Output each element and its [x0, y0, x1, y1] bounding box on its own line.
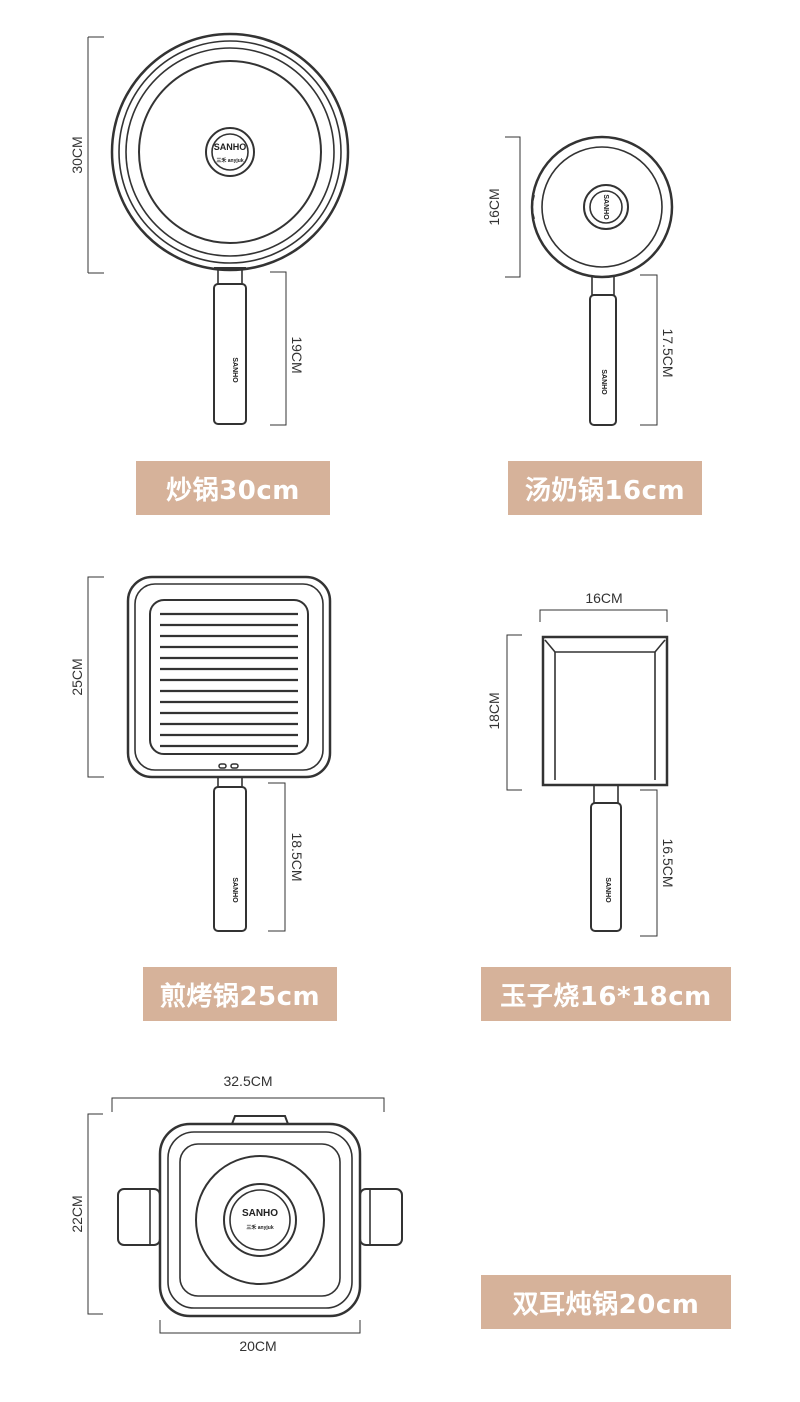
stew-pot-name-label: 双耳炖锅20cm: [481, 1275, 731, 1329]
stew-pot-drawing: [87, 1097, 403, 1334]
wok-lid-logo: SANHO: [214, 142, 247, 152]
milk-pot-drawing: [505, 135, 674, 426]
grill-pan-handle-logo: SANHO: [231, 877, 238, 903]
wok-handle-label: 19CM: [289, 336, 305, 373]
stew-pot-width-label: 32.5CM: [223, 1073, 272, 1089]
stew-pot-lid-logo: SANHO: [242, 1208, 278, 1219]
milk-pot-handle-logo: SANHO: [600, 369, 607, 395]
tamagoyaki-name-label: 玉子烧16*18cm: [481, 967, 731, 1021]
stew-pot-depth-label: 22CM: [69, 1195, 85, 1232]
wok-lid-sublogo: 三禾 anyjuk: [216, 157, 243, 164]
wok-handle-logo: SANHO: [231, 357, 238, 383]
tamagoyaki-width-label: 16CM: [585, 590, 622, 606]
grill-pan-name-label: 煎烤锅25cm: [143, 967, 337, 1021]
grill-pan-size-label: 25CM: [69, 658, 85, 695]
tamagoyaki-length-label: 18CM: [486, 692, 502, 729]
wok-diameter-label: 30CM: [69, 136, 85, 173]
grill-pan-handle-label: 18.5CM: [289, 832, 305, 881]
tamagoyaki-handle-logo: SANHO: [604, 877, 611, 903]
stew-pot-body-label: 20CM: [239, 1338, 276, 1354]
wok-drawing: [87, 32, 350, 426]
milk-pot-handle-label: 17.5CM: [660, 328, 676, 377]
milk-pot-lid-logo: SANHO: [602, 194, 609, 220]
wok-name-label: 炒锅30cm: [136, 461, 330, 515]
milk-pot-name-label: 汤奶锅16cm: [508, 461, 702, 515]
milk-pot-diameter-label: 16CM: [486, 188, 502, 225]
grill-pan-drawing: [87, 575, 332, 932]
stew-pot-lid-sublogo: 三禾 anyjuk: [246, 1224, 273, 1231]
tamagoyaki-handle-label: 16.5CM: [660, 838, 676, 887]
tamagoyaki-pan-drawing: [506, 609, 669, 937]
